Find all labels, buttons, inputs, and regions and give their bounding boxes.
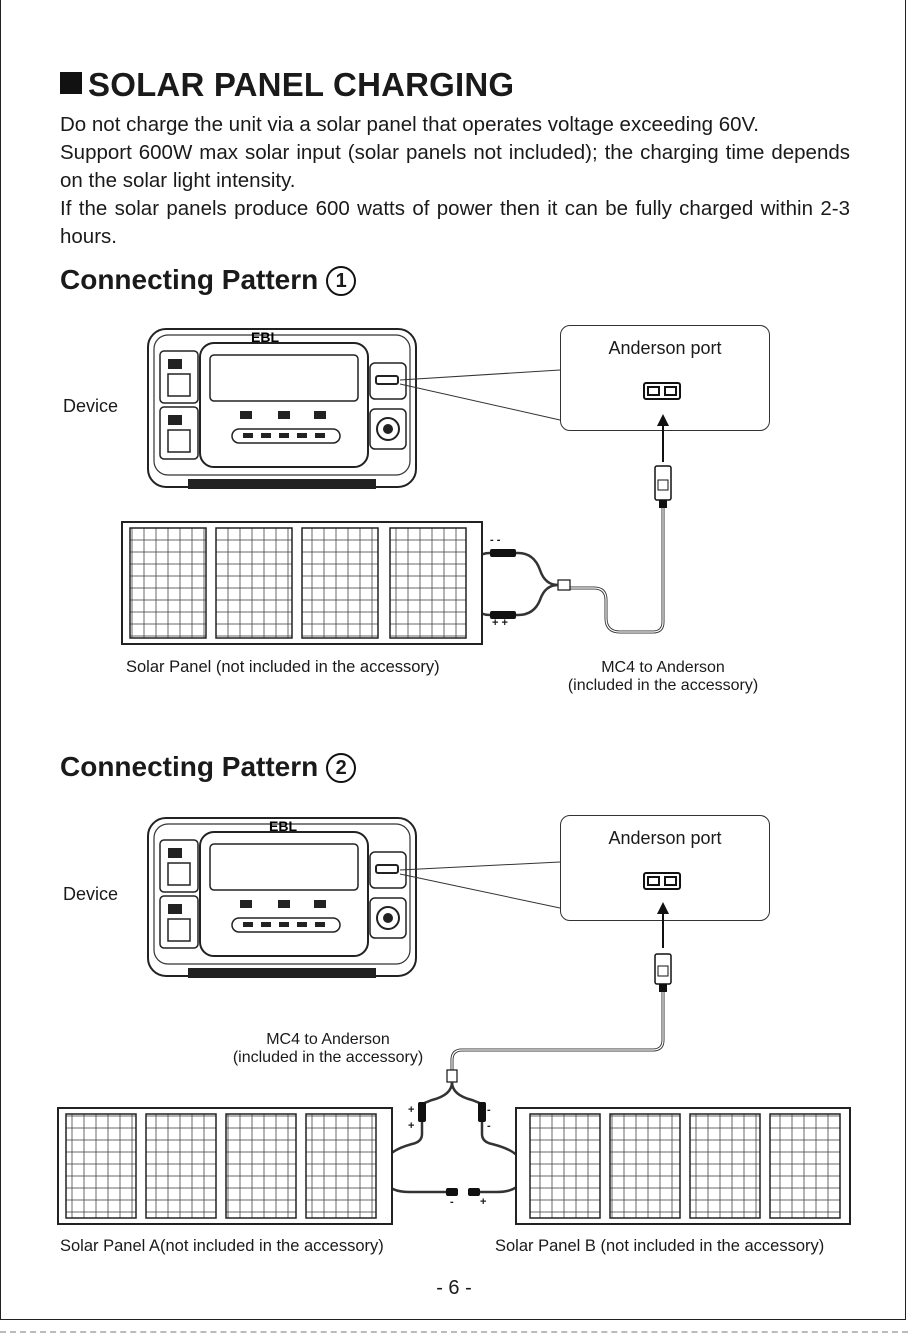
pattern-1-device-label: Device (63, 396, 119, 416)
pattern-1-plus-signs: + + (492, 617, 508, 629)
pattern-2-plus-2: + (408, 1120, 415, 1132)
cable-caption-line-2: (included in the accessory) (567, 677, 759, 694)
callout-line-2b (399, 873, 561, 909)
cable-caption-line-2: (included in the accessory) (232, 1049, 424, 1066)
pattern-2-heading-text: Connecting Pattern (60, 751, 319, 782)
anderson-socket-icon (643, 872, 681, 890)
power-station-device-2: EBL (147, 817, 417, 979)
intro-line-2: Support 600W max solar input (solar pane… (60, 141, 850, 192)
pattern-1-cable-caption: MC4 to Anderson (included in the accesso… (548, 659, 778, 695)
page-title-text: SOLAR PANEL CHARGING (88, 66, 515, 103)
power-station-device-1: EBL (147, 328, 417, 490)
page-number: - 6 - (436, 1277, 472, 1299)
pattern-2-plus-3: + (480, 1196, 487, 1208)
solar-panel-1 (121, 521, 483, 645)
solar-panel-b (515, 1107, 851, 1225)
pattern-2-device-label: Device (63, 884, 119, 904)
pattern-2-minus-1: - (487, 1104, 491, 1116)
pattern-1-panel-caption: Solar Panel (not included in the accesso… (126, 658, 440, 676)
solar-panel-a (57, 1107, 393, 1225)
callout-line-1a (399, 369, 561, 381)
pattern-2-minus-2: - (487, 1120, 491, 1132)
cable-caption-line-1: MC4 to Anderson (601, 659, 725, 676)
pattern-1-minus-signs: - - (490, 534, 501, 546)
panel-b-caption: Solar Panel B (not included in the acces… (495, 1237, 825, 1255)
cable-caption-line-1: MC4 to Anderson (266, 1031, 390, 1048)
callout-line-2a (399, 861, 561, 871)
page-title: SOLAR PANEL CHARGING (60, 66, 514, 104)
mc4-cable-1 (570, 508, 665, 634)
intro-text: Do not charge the unit via a solar panel… (60, 111, 850, 251)
mc4-cable-2 (450, 992, 665, 1072)
mc4-connector-pos (490, 611, 516, 619)
callout-line-1b (399, 383, 561, 421)
panel-a-caption: Solar Panel A(not included in the access… (60, 1237, 384, 1255)
pattern-2-anderson-port-callout: Anderson port (560, 815, 770, 921)
pattern-2-minus-3: - (450, 1196, 454, 1208)
page-cut-line (0, 1331, 908, 1333)
anderson-port-title: Anderson port (608, 338, 722, 358)
pattern-1-anderson-port-callout: Anderson port (560, 325, 770, 431)
pattern-1-heading-text: Connecting Pattern (60, 264, 319, 295)
circled-number-2: 2 (326, 753, 357, 783)
brand-logo-2: EBL (269, 818, 297, 834)
mc4-connector-neg (490, 549, 516, 557)
brand-logo-1: EBL (251, 329, 279, 345)
pattern-2-cable-caption: MC4 to Anderson (included in the accesso… (208, 1031, 448, 1067)
pattern-2-plus-1: + (408, 1104, 415, 1116)
square-bullet-icon (60, 72, 82, 94)
intro-line-3: If the solar panels produce 600 watts of… (60, 197, 850, 248)
circled-number-1: 1 (326, 266, 357, 296)
anderson-socket-icon (643, 382, 681, 400)
anderson-port-title: Anderson port (608, 828, 722, 848)
intro-line-1: Do not charge the unit via a solar panel… (60, 113, 760, 136)
